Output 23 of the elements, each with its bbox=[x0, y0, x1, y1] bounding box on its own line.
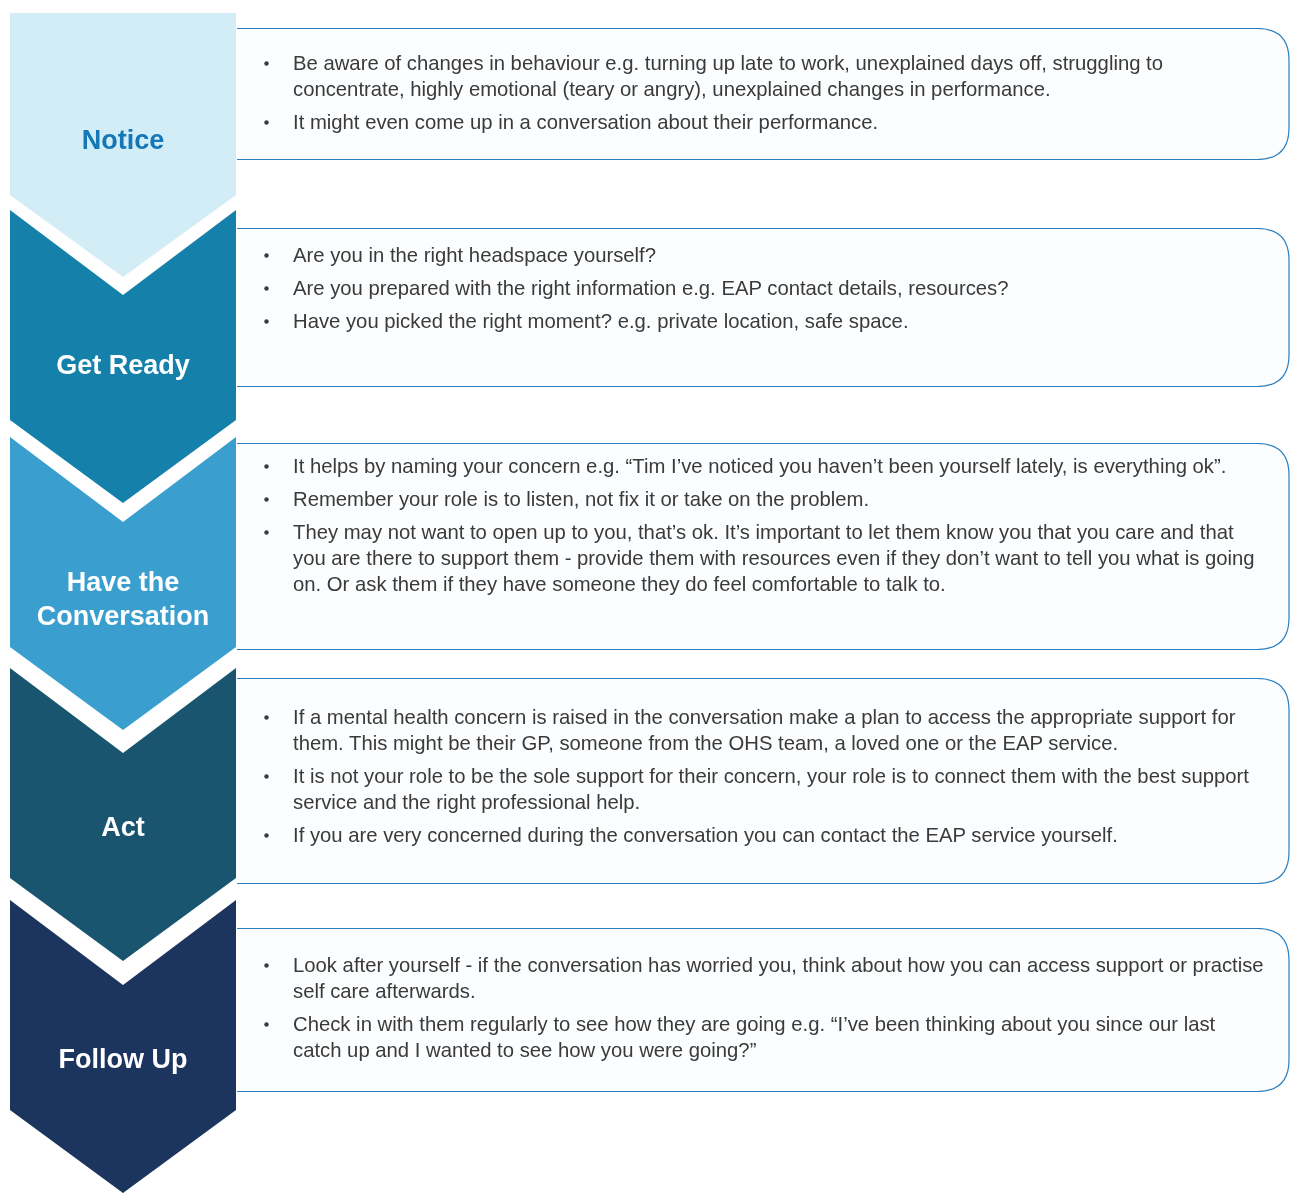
step-title: Notice bbox=[80, 124, 166, 157]
step-title: Get Ready bbox=[55, 349, 191, 382]
step-title: Act bbox=[100, 811, 146, 844]
bullet-text: Are you in the right headspace yourself? bbox=[293, 244, 657, 266]
bullet-text: It helps by naming your concern e.g. “Tim I’ve noticed you haven’t been yourself lately, is everything ok”. bbox=[293, 455, 1227, 477]
step-details-panel bbox=[237, 928, 1290, 1092]
bullet-text: Are you prepared with the right information e.g. EAP contact details, resources? bbox=[293, 277, 1009, 299]
step-title: Have the Conversation bbox=[35, 566, 211, 633]
bullet-text: Have you picked the right moment? e.g. private location, safe space. bbox=[293, 310, 909, 332]
step-details-panel bbox=[237, 443, 1290, 650]
step-details-panel bbox=[237, 678, 1290, 884]
bullet-text: Look after yourself - if the conversation has worried you, think about how you can access support or practise self care afterwards. bbox=[293, 954, 1264, 1002]
bullet-text: It might even come up in a conversation about their performance. bbox=[293, 111, 879, 133]
bullet-text: Be aware of changes in behaviour e.g. turning up late to work, unexplained days off, struggling to concentrate, highly emotional (teary or angry), unexplained changes in performance. bbox=[293, 52, 1164, 100]
step-title: Follow Up bbox=[57, 1043, 189, 1076]
bullet-text: Remember your role is to listen, not fix it or take on the problem. bbox=[293, 488, 869, 510]
bullet-text: If you are very concerned during the conversation you can contact the EAP service yourself. bbox=[293, 824, 1118, 846]
bullet-text: Check in with them regularly to see how they are going e.g. “I’ve been thinking about you since our last catch up and I wanted to see how you were going?” bbox=[293, 1013, 1216, 1061]
bullet-text: It is not your role to be the sole support for their concern, your role is to connect them with the best support service and the right professional help. bbox=[293, 765, 1249, 813]
bullet-text: They may not want to open up to you, that’s ok. It’s important to let them know you that you care and that you are there to support them - provide them with resources even if they don’t want to tell you what is going on. Or ask them if they have someone they do feel comfortable to talk to. bbox=[293, 521, 1255, 595]
bullet-text: If a mental health concern is raised in the conversation make a plan to access the appropriate support for them. This might be their GP, someone from the OHS team, a loved one or the EAP service. bbox=[293, 706, 1236, 754]
step-details-panel bbox=[237, 28, 1290, 160]
step-details-panel bbox=[237, 228, 1290, 387]
